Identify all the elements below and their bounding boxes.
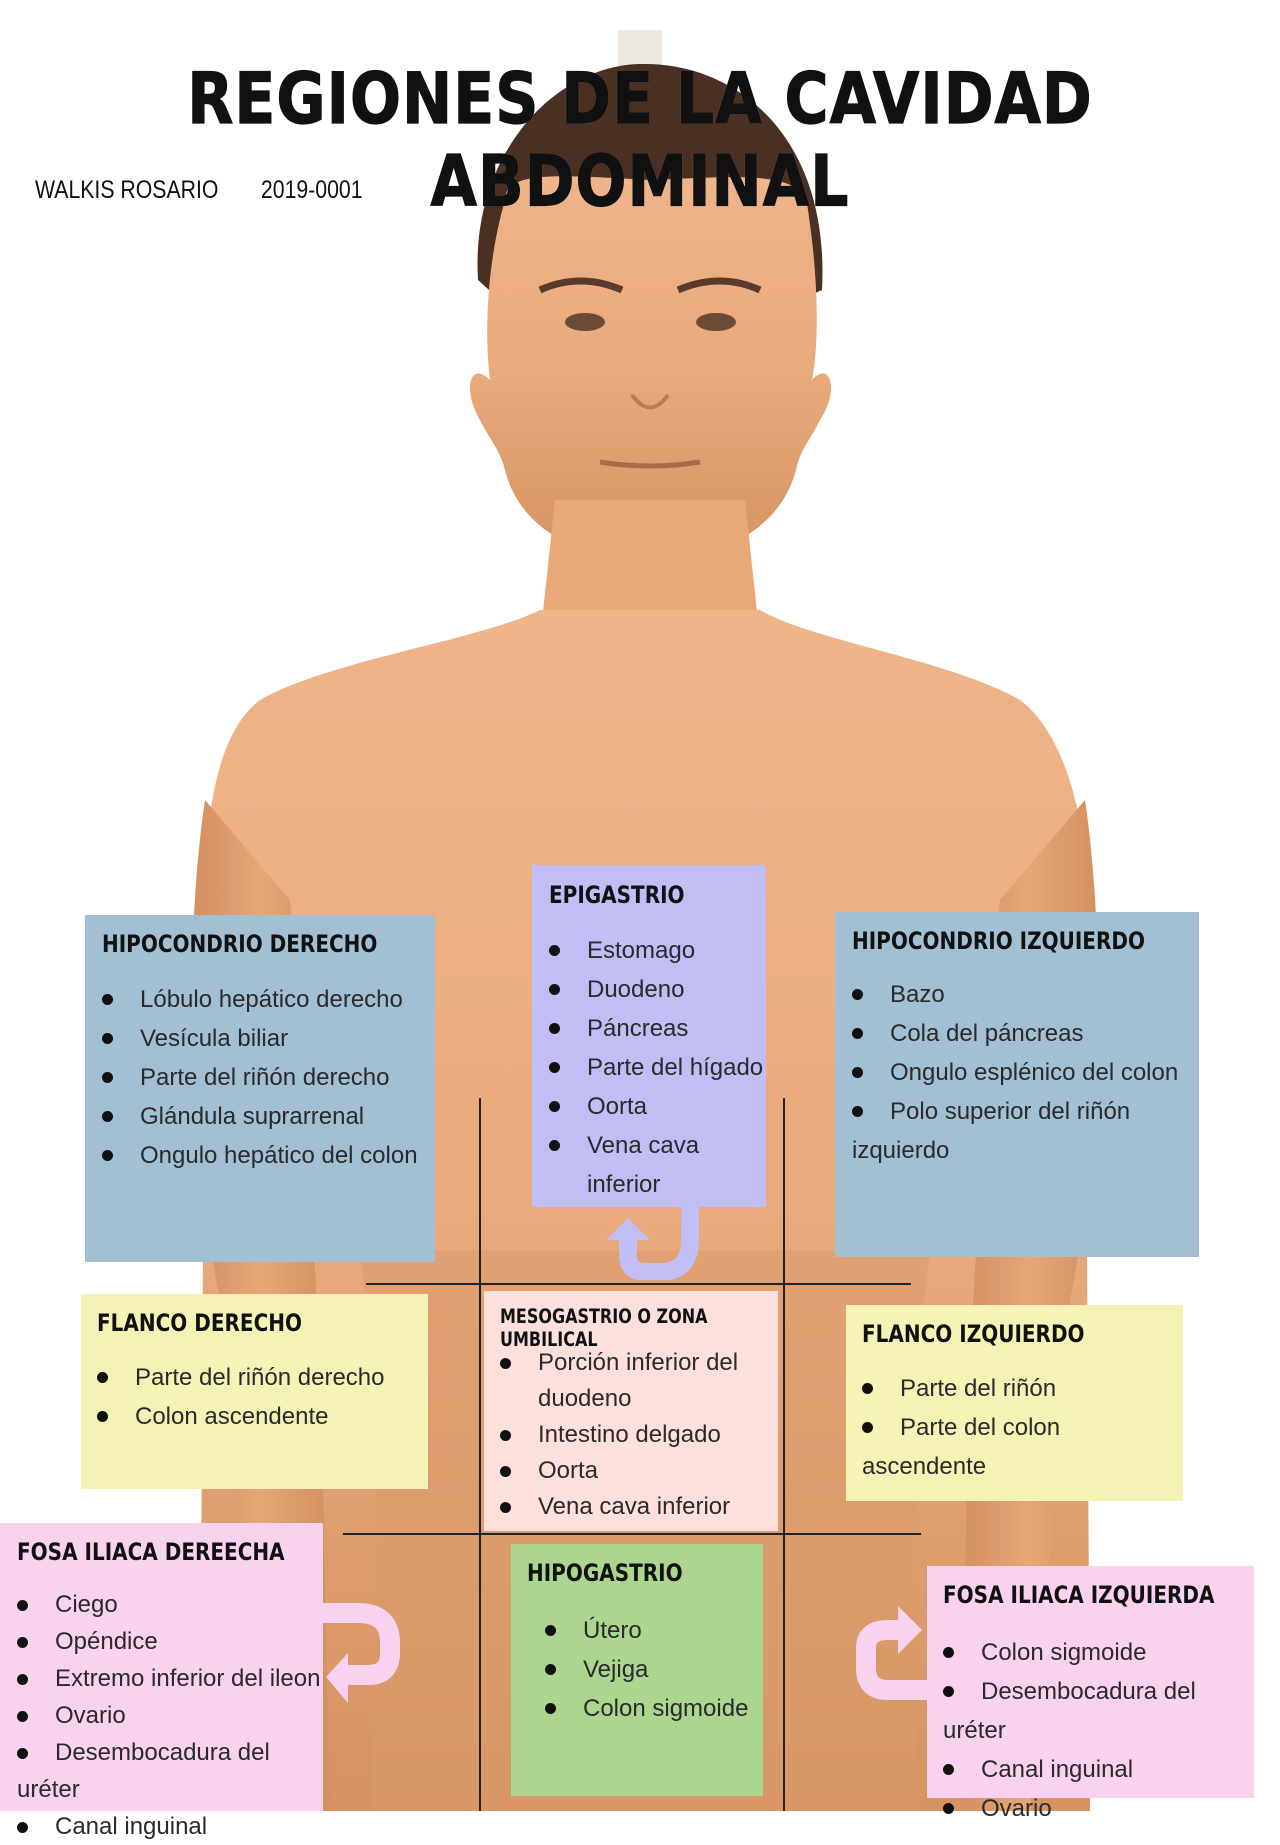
list-item: Lóbulo hepático derecho (102, 980, 418, 1019)
region-fosa-iliaca-izquierda: FOSA ILIACA IZQUIERDA Colon sigmoide Des… (927, 1566, 1254, 1822)
region-mesogastrio: MESOGASTRIO O ZONA UMBILICAL Porción inf… (484, 1291, 778, 1531)
list-item: Vejiga (545, 1650, 748, 1689)
organ-list: Lóbulo hepático derecho Vesícula biliar … (102, 980, 418, 1175)
list-item: Estomago (549, 931, 763, 970)
author-name: WALKIS ROSARIO (35, 176, 219, 204)
page-title: REGIONES DE LA CAVIDAD ABDOMINAL (187, 57, 1093, 224)
list-item: Vena cava (549, 1126, 763, 1165)
list-item: Canal inguinal (17, 1808, 323, 1845)
list-item: Extremo inferior del ileon (17, 1660, 323, 1697)
region-title: FLANCO IZQUIERDO (862, 1319, 1085, 1348)
list-item: Porción inferior del (500, 1345, 738, 1381)
list-item: Desembocadura del uréter (943, 1678, 1196, 1744)
region-hipocondrio-derecho: HIPOCONDRIO DERECHO Lóbulo hepático dere… (85, 915, 435, 1262)
organ-list: Ciego Opéndice Extremo inferior del ileo… (17, 1586, 323, 1845)
region-flanco-derecho: FLANCO DERECHO Parte del riñón derecho C… (81, 1294, 428, 1489)
region-title: HIPOGASTRIO (527, 1558, 683, 1587)
list-item: Parte del riñón derecho (97, 1358, 385, 1397)
grid-horizontal-upper (366, 1283, 911, 1285)
organ-list: Estomago Duodeno Páncreas Parte del híga… (549, 931, 763, 1204)
list-item: Colon ascendente (97, 1397, 385, 1436)
list-item: Ongulo esplénico del colon (852, 1053, 1199, 1092)
list-item: Parte del riñón derecho (102, 1058, 418, 1097)
region-hipogastrio: HIPOGASTRIO Útero Vejiga Colon sigmoide (511, 1544, 763, 1796)
list-item: Parte del hígado (549, 1048, 763, 1087)
organ-list: Colon sigmoide Desembocadura del uréter … (943, 1633, 1254, 1828)
curved-arrow-epigastrio-icon (606, 1200, 699, 1280)
organ-list: Bazo Cola del páncreas Ongulo esplénico … (852, 975, 1199, 1170)
organ-list: Parte del riñón Parte del colon ascenden… (862, 1369, 1183, 1486)
region-title: EPIGASTRIO (549, 880, 685, 909)
region-title: HIPOCONDRIO DERECHO (102, 929, 378, 958)
list-item: Colon sigmoide (943, 1633, 1254, 1672)
list-item: Intestino delgado (500, 1417, 738, 1453)
list-item-continuation: duodeno (538, 1385, 632, 1412)
list-item: Oorta (549, 1087, 763, 1126)
grid-vertical-right (783, 1098, 785, 1811)
list-item: Parte del riñón (862, 1369, 1183, 1408)
organ-list: Parte del riñón derecho Colon ascendente (97, 1358, 385, 1436)
author-id: 2019-0001 (260, 176, 363, 204)
list-item: Bazo (852, 975, 1199, 1014)
region-title: FOSA ILIACA IZQUIERDA (943, 1580, 1215, 1609)
curved-arrow-fosa-izquierda-icon (856, 1606, 938, 1700)
list-item: Parte del colon ascendente (862, 1414, 1061, 1480)
list-item: Vena cava inferior (500, 1489, 738, 1525)
list-item: Colon sigmoide (545, 1689, 748, 1728)
list-item: Ongulo hepático del colon (102, 1136, 418, 1175)
region-title: FLANCO DERECHO (97, 1308, 303, 1337)
list-item: Cola del páncreas (852, 1014, 1199, 1053)
region-flanco-izquierdo: FLANCO IZQUIERDO Parte del riñón Parte d… (846, 1305, 1183, 1501)
list-item: Páncreas (549, 1009, 763, 1048)
curved-arrow-fosa-derecha-icon (318, 1603, 400, 1703)
region-fosa-iliaca-derecha: FOSA ILIACA DEREECHA Ciego Opéndice Extr… (0, 1523, 323, 1840)
list-item: Ovario (17, 1697, 323, 1734)
organ-list: Porción inferior del duodeno Intestino d… (500, 1345, 738, 1525)
author-line: WALKIS ROSARIO 2019-0001 (35, 176, 405, 205)
list-item: Útero (545, 1611, 748, 1650)
list-item: Ciego (17, 1586, 323, 1623)
region-hipocondrio-izquierdo: HIPOCONDRIO IZQUIERDO Bazo Cola del pánc… (835, 912, 1199, 1257)
list-item: Vesícula biliar (102, 1019, 418, 1058)
list-item: Duodeno (549, 970, 763, 1009)
region-title: FOSA ILIACA DEREECHA (17, 1537, 285, 1566)
list-item: Desembocadura del uréter (17, 1739, 270, 1803)
list-item: Polo superior del riñón izquierdo (852, 1098, 1131, 1164)
list-item: Oorta (500, 1453, 738, 1489)
list-item: Glándula suprarrenal (102, 1097, 418, 1136)
grid-vertical-left (479, 1098, 481, 1811)
list-item: Opéndice (17, 1623, 323, 1660)
region-title: MESOGASTRIO O ZONA UMBILICAL (500, 1305, 708, 1351)
region-title: HIPOCONDRIO IZQUIERDO (852, 926, 1145, 955)
grid-horizontal-lower (343, 1533, 921, 1535)
list-item: Canal inguinal (943, 1750, 1254, 1789)
organ-list: Útero Vejiga Colon sigmoide (545, 1611, 748, 1728)
region-epigastrio: EPIGASTRIO Estomago Duodeno Páncreas Par… (532, 865, 766, 1207)
list-item: Ovario (943, 1789, 1254, 1828)
list-item-continuation: inferior (587, 1171, 661, 1198)
